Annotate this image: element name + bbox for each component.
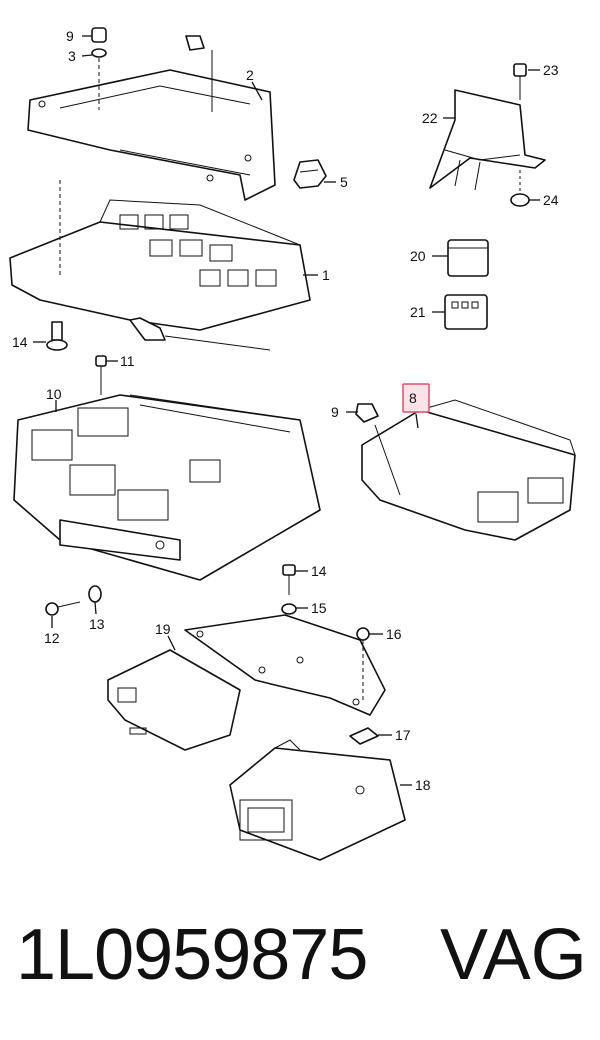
part-2-bracket xyxy=(27,69,276,201)
part-1-control-unit xyxy=(9,180,311,351)
callout-3: 3 xyxy=(68,48,76,64)
part-8-control-module xyxy=(361,399,576,541)
callout-1: 1 xyxy=(322,267,330,283)
part-number: 1L0959875 xyxy=(16,915,368,995)
callout-24: 24 xyxy=(543,192,559,208)
callout-22: 22 xyxy=(422,110,438,126)
part-15-washer xyxy=(281,603,297,615)
callout-15: 15 xyxy=(311,600,327,616)
leader-lines xyxy=(33,35,540,786)
clip-top xyxy=(185,35,213,112)
part-9-nut-top xyxy=(91,27,107,110)
callout-labels: 9 3 2 5 1 14 11 10 12 13 14 15 16 17 18 … xyxy=(12,28,559,793)
callout-2: 2 xyxy=(246,67,254,83)
callout-9-top: 9 xyxy=(66,28,74,44)
callout-21: 21 xyxy=(410,304,426,320)
part-10-control-unit xyxy=(13,394,321,581)
part-16-screw xyxy=(356,627,370,700)
part-14-screw-left xyxy=(46,321,68,351)
part-21-relay-socket xyxy=(444,294,488,330)
callout-23: 23 xyxy=(543,62,559,78)
part-13-washer xyxy=(88,585,102,603)
mounting-plate xyxy=(184,614,386,716)
callout-10: 10 xyxy=(46,386,62,402)
part-14-screw-right xyxy=(282,564,296,595)
brand-label: VAG xyxy=(440,915,587,995)
callout-17: 17 xyxy=(395,727,411,743)
part-22-relay-bracket xyxy=(429,89,546,191)
part-9-nut-right xyxy=(355,403,379,423)
part-12-screw xyxy=(45,601,81,616)
callout-12: 12 xyxy=(44,630,60,646)
callout-16: 16 xyxy=(386,626,402,642)
callout-19: 19 xyxy=(155,621,171,637)
callout-9-right: 9 xyxy=(331,404,339,420)
part-19-control-unit xyxy=(107,649,241,751)
highlight-box xyxy=(402,383,430,413)
part-17-clip xyxy=(349,727,379,745)
callout-14-right: 14 xyxy=(311,563,327,579)
callout-14-left: 14 xyxy=(12,334,28,350)
footer: 1L0959875 VAG xyxy=(0,905,600,1015)
callout-13: 13 xyxy=(89,616,105,632)
callout-8: 8 xyxy=(409,390,417,406)
part-11-screw xyxy=(95,355,107,395)
exploded-parts-diagram: 9 3 2 5 1 14 11 10 12 13 14 15 16 17 18 … xyxy=(9,27,576,861)
callout-11: 11 xyxy=(120,353,135,369)
callout-20: 20 xyxy=(410,248,426,264)
callout-18: 18 xyxy=(415,777,431,793)
part-18-control-unit xyxy=(229,739,406,861)
part-20-relay xyxy=(447,239,489,277)
part-23-screw xyxy=(513,63,527,100)
part-5-grommet xyxy=(293,159,327,189)
callout-5: 5 xyxy=(340,174,348,190)
part-24-nut xyxy=(510,170,530,207)
